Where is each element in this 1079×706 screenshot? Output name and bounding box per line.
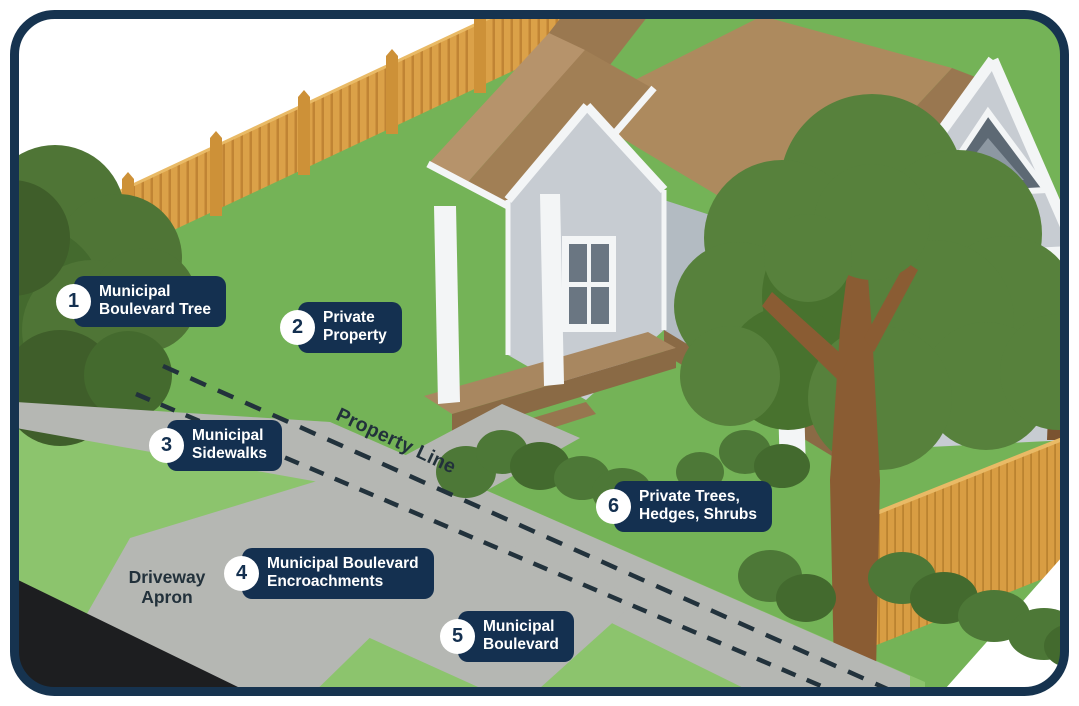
callout-municipal-boulevard-tree: 1 Municipal Boulevard Tree <box>56 276 226 327</box>
callout-municipal-boulevard-encroachments: 4 Municipal Boulevard Encroachments <box>224 548 434 599</box>
callout-private-trees-hedges-shrubs: 6 Private Trees, Hedges, Shrubs <box>596 481 772 532</box>
callout-number: 4 <box>224 555 259 591</box>
callout-label: Municipal Boulevard Encroachments <box>242 548 434 599</box>
main-roof <box>575 16 952 240</box>
callout-label: Municipal Boulevard <box>458 611 574 662</box>
driveway-apron-label: Driveway Apron <box>128 567 206 608</box>
callout-municipal-boulevard: 5 Municipal Boulevard <box>440 611 574 662</box>
callout-label: Municipal Sidewalks <box>167 420 282 471</box>
callout-label: Municipal Boulevard Tree <box>74 276 226 327</box>
porch-roof <box>430 33 585 182</box>
callout-municipal-sidewalks: 3 Municipal Sidewalks <box>149 420 282 471</box>
private-tree <box>674 94 1065 672</box>
property-line-dashes <box>135 363 913 692</box>
callout-private-property: 2 Private Property <box>280 302 402 353</box>
callout-number: 5 <box>440 618 475 654</box>
callout-number: 3 <box>149 427 184 463</box>
callout-number: 1 <box>56 283 91 319</box>
frame-border <box>10 10 1069 696</box>
callout-number: 6 <box>596 488 631 524</box>
porch-column <box>434 206 460 404</box>
callout-label: Private Trees, Hedges, Shrubs <box>614 481 772 532</box>
callout-number: 2 <box>280 309 315 345</box>
porch-column <box>540 194 564 386</box>
road <box>14 578 500 692</box>
callout-label: Private Property <box>298 302 402 353</box>
